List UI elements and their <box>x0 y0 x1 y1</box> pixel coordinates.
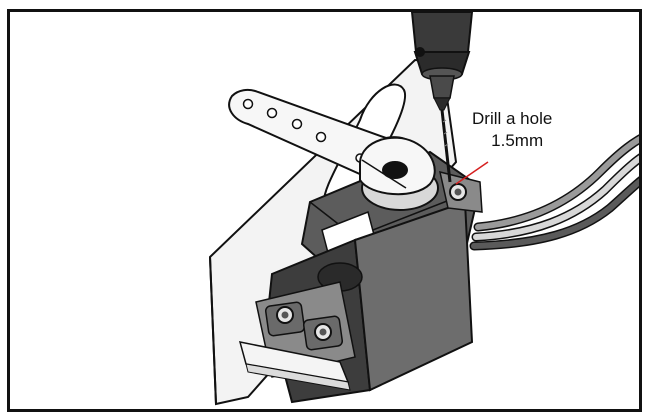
horn-hub <box>359 136 439 211</box>
drill-annotation: Drill a hole 1.5mm <box>472 108 552 152</box>
annotation-leader-line <box>455 161 489 185</box>
servo-cable <box>469 134 639 251</box>
assembly-diagram <box>208 12 639 406</box>
drill <box>410 12 474 183</box>
annotation-line-2: 1.5mm <box>491 131 544 150</box>
servo-body <box>238 150 483 404</box>
illustration-frame <box>7 9 642 412</box>
annotation-line-1: Drill a hole <box>472 109 553 128</box>
